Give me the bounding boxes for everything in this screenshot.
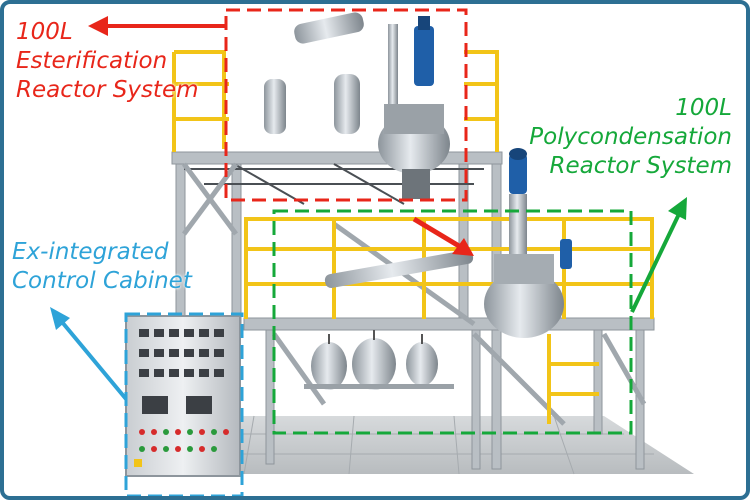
cabinet-label: Ex-integrated Control Cabinet <box>12 238 192 296</box>
cabinet-highlight-box <box>124 312 244 496</box>
esterification-equipment <box>264 12 450 199</box>
polycondensation-highlight-box <box>272 209 633 435</box>
cabinet-meters <box>139 329 224 414</box>
cabinet-line-1: Ex-integrated <box>12 239 169 265</box>
cabinet-line-2: Control Cabinet <box>12 268 192 294</box>
equipment-photo <box>50 8 694 496</box>
control-cabinet <box>125 315 241 477</box>
esterification-label: 100L Esterification Reactor System <box>16 18 199 105</box>
polycondensation-arrow <box>630 197 687 313</box>
polycondensation-equipment <box>304 148 572 390</box>
cabinet-buttons <box>134 429 229 467</box>
esterification-capacity: 100L <box>16 19 73 45</box>
upper-railing <box>172 50 499 152</box>
polycondensation-title: Polycondensation <box>529 124 732 150</box>
polycondensation-subtitle: Reactor System <box>549 153 733 179</box>
inner-red-arrow <box>412 216 474 256</box>
esterification-title: Esterification <box>16 48 168 74</box>
esterification-arrow <box>88 16 226 36</box>
polycondensation-capacity: 100L <box>675 95 732 121</box>
esterification-highlight-box <box>224 8 468 202</box>
cabinet-arrow <box>50 307 128 401</box>
polycondensation-label: 100L Polycondensation Reactor System <box>529 94 732 181</box>
esterification-subtitle: Reactor System <box>16 77 199 103</box>
